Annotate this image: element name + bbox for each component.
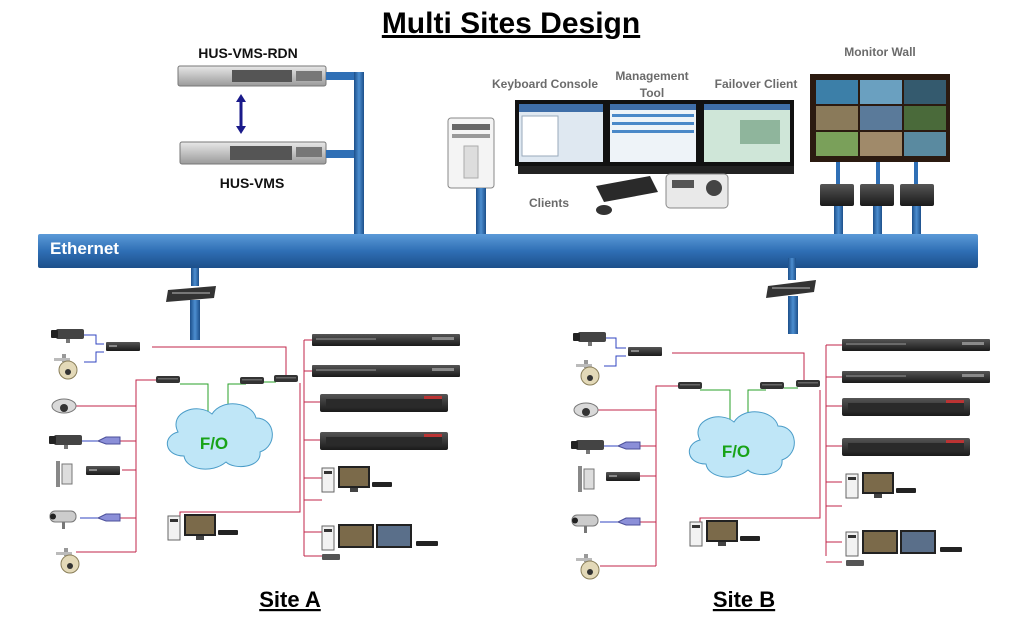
site-b-rack-server-2 bbox=[842, 371, 990, 383]
site-b-bullet-camera-icon bbox=[571, 514, 599, 534]
ptz-controller-icon bbox=[665, 173, 729, 209]
site-a-encoder bbox=[106, 342, 140, 351]
site-b-core-switch bbox=[766, 280, 816, 298]
site-a-client-workstation bbox=[167, 513, 239, 541]
site-b-encoder-2 bbox=[606, 472, 640, 481]
site-a-storage-2 bbox=[320, 432, 448, 450]
ethernet-bus bbox=[38, 234, 978, 268]
site-b-fo-cloud: F/O bbox=[689, 411, 795, 478]
site-b-balun-1-icon bbox=[617, 441, 641, 450]
site-b-box-camera-2-icon bbox=[571, 440, 604, 454]
site-b: F/O Site B bbox=[571, 258, 990, 612]
site-a-core-switch bbox=[166, 286, 216, 302]
keyboard-console-monitor bbox=[515, 100, 607, 166]
site-b-workstation-1 bbox=[845, 471, 917, 499]
site-b-workstation-2 bbox=[845, 529, 963, 567]
site-b-fo-label: F/O bbox=[722, 442, 750, 461]
site-a-rack-server-2 bbox=[312, 365, 460, 377]
site-b-storage-1 bbox=[842, 398, 970, 416]
site-b-rack-server-1 bbox=[842, 339, 990, 351]
site-a-switch-1 bbox=[156, 376, 180, 383]
server-uplink bbox=[326, 72, 364, 236]
failover-client-label: Failover Client bbox=[715, 77, 798, 91]
vms-server-label: HUS-VMS bbox=[220, 175, 285, 191]
site-a-workstation-1 bbox=[321, 465, 393, 493]
site-b-switch-2 bbox=[760, 382, 784, 389]
decoder-boxes bbox=[820, 184, 934, 206]
site-a-switch-2 bbox=[240, 377, 264, 384]
site-b-camera-links bbox=[600, 337, 626, 523]
site-a-balun-2-icon bbox=[97, 513, 121, 522]
site-b-dome-camera-icon bbox=[573, 402, 599, 418]
site-a: F/O Site A bbox=[49, 268, 460, 612]
clients-label: Clients bbox=[529, 196, 569, 210]
rdn-server-label: HUS-VMS-RDN bbox=[198, 45, 298, 61]
site-a-storage-1 bbox=[320, 394, 448, 412]
decoder-links bbox=[836, 162, 918, 184]
site-b-box-camera-icon bbox=[573, 332, 606, 346]
pc-uplink bbox=[476, 188, 486, 236]
management-tool-label-2: Tool bbox=[640, 86, 664, 100]
site-a-box-camera-2-icon bbox=[49, 435, 82, 449]
site-a-rack-server-1 bbox=[312, 334, 460, 346]
site-b-storage-2 bbox=[842, 438, 970, 456]
monitor-wall bbox=[810, 74, 950, 162]
redundancy-arrow-icon bbox=[236, 94, 246, 134]
site-a-label: Site A bbox=[259, 587, 321, 612]
rdn-server bbox=[177, 65, 327, 87]
decoder-uplinks bbox=[834, 206, 921, 236]
keyboard-console-label: Keyboard Console bbox=[492, 77, 598, 91]
ethernet-label: Ethernet bbox=[50, 239, 119, 258]
site-a-red-links bbox=[76, 339, 322, 557]
site-a-fo-label: F/O bbox=[200, 434, 228, 453]
site-b-ptz-camera-2-icon bbox=[575, 553, 600, 580]
site-b-client-workstation bbox=[689, 519, 761, 547]
keyboard-icon bbox=[596, 176, 658, 215]
failover-client-monitor bbox=[700, 100, 794, 166]
tower-pc bbox=[447, 117, 495, 189]
site-a-balun-1-icon bbox=[97, 436, 121, 445]
management-tool-label-1: Management bbox=[615, 69, 688, 83]
site-a-dome-camera-icon bbox=[51, 398, 77, 414]
site-b-switch-3 bbox=[796, 380, 820, 387]
site-a-camera-links bbox=[80, 334, 104, 519]
site-a-ptz-camera-icon bbox=[53, 353, 78, 380]
site-b-balun-2-icon bbox=[617, 517, 641, 526]
site-a-bullet-camera-icon bbox=[49, 510, 77, 530]
site-a-workstation-2 bbox=[321, 523, 439, 561]
diagram-title: Multi Sites Design bbox=[382, 7, 640, 40]
site-a-encoder-2 bbox=[86, 466, 120, 475]
site-b-thermal-camera-icon bbox=[578, 466, 595, 492]
site-a-switch-3 bbox=[274, 375, 298, 382]
site-a-ptz-camera-2-icon bbox=[55, 547, 80, 574]
site-a-box-camera-icon bbox=[51, 329, 84, 343]
site-b-ptz-camera-icon bbox=[575, 359, 600, 386]
site-b-encoder bbox=[628, 347, 662, 356]
site-a-thermal-camera-icon bbox=[56, 461, 73, 487]
site-b-switch-1 bbox=[678, 382, 702, 389]
site-a-fo-cloud: F/O bbox=[167, 403, 273, 470]
vms-server bbox=[179, 141, 327, 165]
management-tool-monitor bbox=[606, 100, 700, 166]
site-b-label: Site B bbox=[713, 587, 775, 612]
monitor-base bbox=[518, 166, 794, 174]
monitor-wall-label: Monitor Wall bbox=[844, 45, 916, 59]
